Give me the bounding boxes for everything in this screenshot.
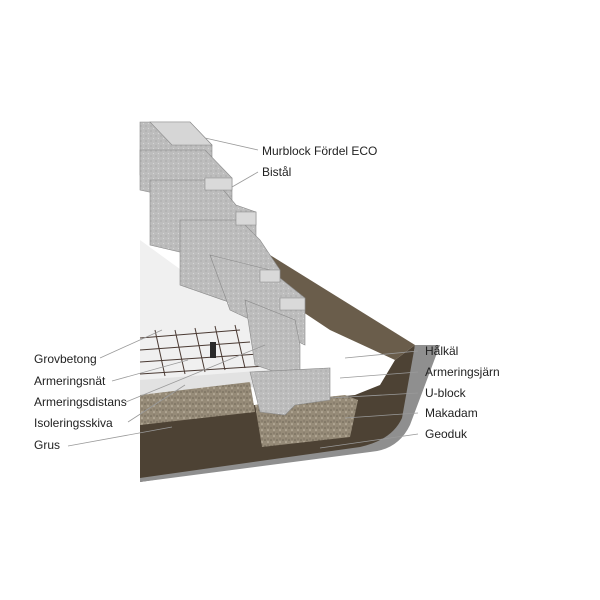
soil-top-surface bbox=[270, 255, 415, 360]
label-makadam: Makadam bbox=[425, 406, 478, 420]
u-block bbox=[249, 367, 331, 416]
label-isoleringsskiva: Isoleringsskiva bbox=[34, 416, 113, 430]
label-geoduk: Geoduk bbox=[425, 427, 468, 441]
label-halkal: Hålkäl bbox=[425, 344, 459, 358]
rebar-spacer bbox=[210, 342, 216, 358]
label-u-block: U-block bbox=[425, 386, 466, 400]
gravel-layer bbox=[140, 382, 255, 425]
leader-lines bbox=[67, 137, 419, 449]
block-wall bbox=[139, 121, 306, 381]
label-grus: Grus bbox=[34, 438, 61, 452]
reinforcement-mesh bbox=[139, 324, 266, 377]
label-armeringsjarn: Armeringsjärn bbox=[425, 365, 500, 379]
concrete-slab bbox=[140, 240, 285, 395]
label-murblock: Murblock Fördel ECO bbox=[262, 144, 378, 158]
insulation-layer bbox=[140, 370, 285, 395]
label-bistal: Bistål bbox=[262, 165, 292, 179]
label-armeringsnat: Armeringsnät bbox=[34, 374, 106, 388]
geotextile bbox=[140, 345, 440, 482]
label-grovbetong: Grovbetong bbox=[34, 352, 97, 366]
label-armeringsdistans: Armeringsdistans bbox=[34, 395, 127, 409]
